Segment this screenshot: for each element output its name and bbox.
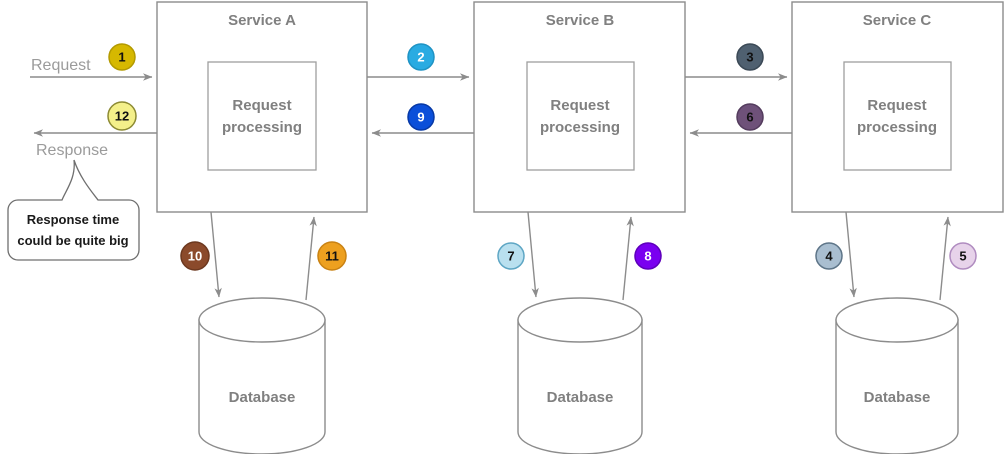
service-a-title: Service A: [228, 12, 296, 29]
step-badge-9[interactable]: 9: [407, 103, 435, 131]
connector-service-a-to-database-a: [210, 211, 222, 298]
step-badge-8[interactable]: 8: [634, 242, 662, 270]
service-b-group[interactable]: Service B Request processing: [473, 1, 686, 213]
service-b-request-processing-box[interactable]: [526, 61, 635, 171]
step-badge-number: 2: [417, 50, 424, 65]
step-badge-number: 10: [188, 249, 202, 264]
connector-database-c-to-service-c: [939, 216, 951, 301]
step-badge-number: 11: [325, 249, 339, 264]
step-badge-number: 5: [959, 249, 966, 264]
service-a-processing-label-line2: processing: [222, 119, 302, 136]
database-a-label: Database: [229, 389, 296, 406]
database-b-cylinder-top[interactable]: [517, 297, 643, 343]
database-c-group[interactable]: Database: [835, 297, 959, 454]
step-badge-number: 3: [746, 50, 753, 65]
response-edge-label: Response: [36, 142, 108, 159]
database-b-group[interactable]: Database: [517, 297, 643, 454]
step-badge-11[interactable]: 11: [317, 241, 347, 271]
database-a-cylinder-top[interactable]: [198, 297, 326, 343]
step-badge-4[interactable]: 4: [815, 242, 843, 270]
database-c-label: Database: [864, 389, 931, 406]
step-badge-circle[interactable]: [180, 241, 210, 271]
database-a-group[interactable]: Database: [198, 297, 326, 454]
service-a-processing-label-line1: Request: [232, 97, 291, 114]
step-badge-6[interactable]: 6: [736, 103, 764, 131]
step-badge-5[interactable]: 5: [949, 242, 977, 270]
service-c-processing-label-line1: Request: [867, 97, 926, 114]
step-badge-circle[interactable]: [407, 103, 435, 131]
callout-line-1: Response time: [27, 212, 119, 227]
service-a-request-processing-box[interactable]: [207, 61, 317, 171]
step-badge-number: 12: [115, 109, 129, 124]
service-c-group[interactable]: Service C Request processing: [791, 1, 1004, 213]
step-badge-circle[interactable]: [107, 101, 137, 131]
response-time-callout[interactable]: Response time could be quite big: [7, 159, 140, 261]
request-edge-label: Request: [31, 57, 91, 74]
service-c-processing-label-line2: processing: [857, 119, 937, 136]
step-badge-circle[interactable]: [317, 241, 347, 271]
step-badge-circle[interactable]: [736, 43, 764, 71]
step-badge-12[interactable]: 12: [107, 101, 137, 131]
service-b-title: Service B: [546, 12, 615, 29]
step-badge-circle[interactable]: [497, 242, 525, 270]
step-badge-1[interactable]: 1: [108, 43, 136, 71]
step-badge-7[interactable]: 7: [497, 242, 525, 270]
service-b-processing-label-line2: processing: [540, 119, 620, 136]
step-badge-circle[interactable]: [949, 242, 977, 270]
service-a-group[interactable]: Service A Request processing: [156, 1, 368, 213]
connector-service-c-to-database-c: [845, 211, 857, 298]
connector-database-b-to-service-b: [622, 216, 634, 301]
step-badge-number: 1: [118, 50, 125, 65]
step-badge-circle[interactable]: [736, 103, 764, 131]
service-b-processing-label-line1: Request: [550, 97, 609, 114]
step-badge-circle[interactable]: [108, 43, 136, 71]
step-badge-10[interactable]: 10: [180, 241, 210, 271]
step-badge-circle[interactable]: [815, 242, 843, 270]
step-badge-circle[interactable]: [407, 43, 435, 71]
service-c-title: Service C: [863, 12, 932, 29]
service-c-request-processing-box[interactable]: [843, 61, 952, 171]
callout-line-2: could be quite big: [17, 233, 128, 248]
step-badge-number: 7: [507, 249, 514, 264]
step-badge-3[interactable]: 3: [736, 43, 764, 71]
step-badge-number: 9: [417, 110, 424, 125]
step-badge-2[interactable]: 2: [407, 43, 435, 71]
step-badge-number: 6: [746, 110, 753, 125]
step-badge-circle[interactable]: [634, 242, 662, 270]
callout-bubble[interactable]: [7, 159, 140, 261]
step-badge-number: 8: [644, 249, 651, 264]
database-c-cylinder-top[interactable]: [835, 297, 959, 343]
database-b-label: Database: [547, 389, 614, 406]
connector-database-a-to-service-a: [305, 216, 317, 301]
step-badge-number: 4: [825, 249, 833, 264]
connector-service-b-to-database-b: [527, 211, 539, 298]
